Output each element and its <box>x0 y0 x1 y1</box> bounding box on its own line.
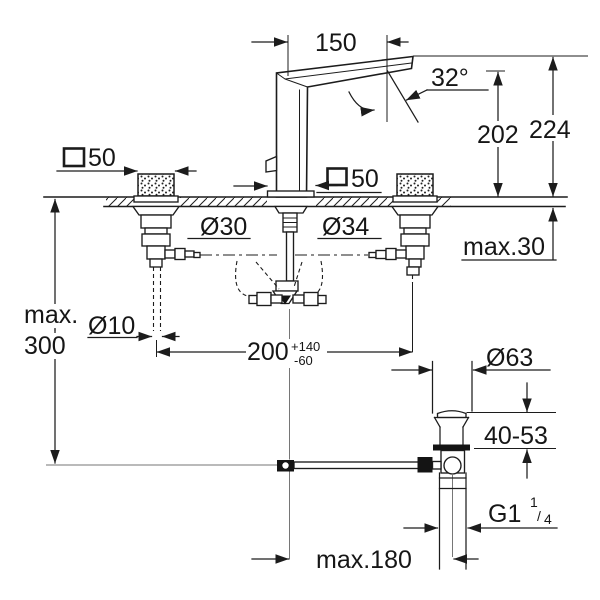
dim-body-size <box>233 167 382 194</box>
deck-hatch <box>437 197 451 206</box>
rod-coupling-block <box>417 457 433 473</box>
dim-stream-angle <box>348 70 489 123</box>
dim-basin-thickness <box>466 382 556 479</box>
right-valve-cartridge <box>399 214 431 229</box>
label-spacing-tol-minus: -60 <box>294 353 313 368</box>
rod-ball-joint <box>443 456 462 475</box>
waste-seal-ring <box>433 444 470 451</box>
label-stream-angle: 32° <box>431 64 469 92</box>
spout-fold-edge <box>284 78 308 88</box>
label-center-hole: Ø34 <box>322 213 369 241</box>
waste-flange-dome <box>436 410 467 419</box>
label-thread-numerator: 1 <box>530 494 538 510</box>
label-outlet-height: 202 <box>477 121 519 149</box>
left-handle <box>137 173 175 197</box>
label-thread-denominator: 4 <box>544 511 552 527</box>
dim-spout-reach <box>251 35 409 122</box>
spout-shank-rod <box>285 231 295 282</box>
left-valve-port <box>164 249 176 259</box>
right-valve-flange <box>390 205 440 216</box>
label-spout-reach: 150 <box>315 29 357 57</box>
dim-handle-size <box>56 147 197 176</box>
label-overall-height: 224 <box>529 116 571 144</box>
stream-curve-arrow <box>348 91 375 117</box>
label-handle-spacing: 200 <box>247 338 289 366</box>
right-valve-port <box>368 251 377 259</box>
pop-up-knob <box>265 155 278 173</box>
pop-up-drain <box>417 360 473 570</box>
deck-hatch <box>180 197 267 206</box>
right-valve-body <box>405 245 425 260</box>
hose-envelope <box>235 260 251 298</box>
label-spacing-tol-plus: +140 <box>291 339 320 354</box>
deck-hatch <box>316 197 394 206</box>
spout-base-plate <box>266 190 315 198</box>
shank-coupling-nut <box>275 280 299 292</box>
stream-angle-line <box>386 70 419 123</box>
label-hose-depth-value: 300 <box>24 332 66 360</box>
tee-left-nut <box>256 291 272 307</box>
tee-right-nut <box>303 291 319 307</box>
horizontal-rod <box>293 461 420 470</box>
label-thread-prefix: G1 <box>488 500 521 528</box>
right-valve <box>368 173 440 352</box>
left-valve <box>131 173 201 331</box>
dim-hose-diameter <box>87 331 180 342</box>
left-valve-cartridge <box>140 214 172 229</box>
mixer-spout <box>265 55 414 305</box>
left-valve-flange <box>131 205 181 216</box>
left-valve-body <box>146 245 166 260</box>
label-body-size: 50 <box>351 165 379 193</box>
dim-deck-thickness <box>461 207 558 261</box>
square-symbol <box>62 147 86 168</box>
countertop <box>43 196 568 208</box>
label-hose-diameter: Ø10 <box>88 312 135 340</box>
left-handle-base <box>133 195 179 203</box>
deck-hatch <box>106 197 134 206</box>
label-left-hole: Ø30 <box>200 213 247 241</box>
label-drain-offset: max.180 <box>316 546 412 574</box>
label-deck-thickness: max.30 <box>463 233 545 261</box>
supply-tee <box>200 254 368 307</box>
label-waste-flange: Ø63 <box>486 344 533 372</box>
label-hose-depth-word: max. <box>24 301 78 329</box>
square-symbol <box>326 167 348 187</box>
label-basin-thickness: 40-53 <box>484 422 548 450</box>
spout-shank-flange <box>273 205 309 214</box>
right-handle-base <box>392 195 438 203</box>
label-thread-slash: / <box>537 508 541 524</box>
label-handle-size: 50 <box>88 144 116 172</box>
right-handle <box>396 173 434 197</box>
